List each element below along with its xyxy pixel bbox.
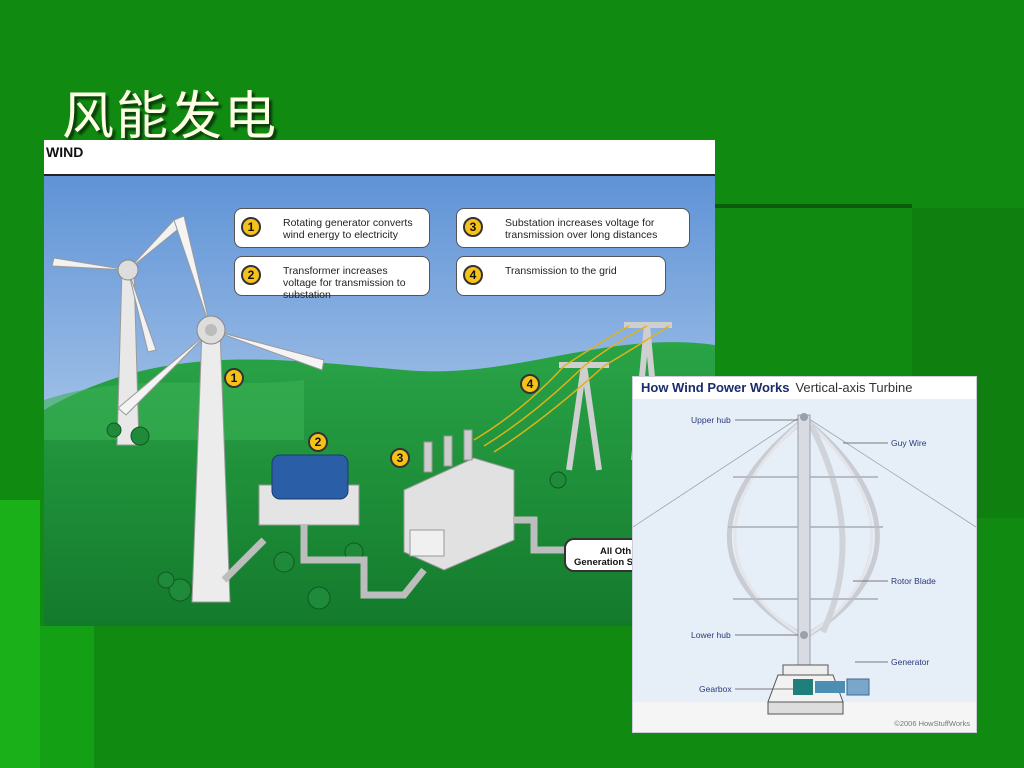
label-guy-wire: Guy Wire: [891, 438, 927, 448]
transformer: [258, 454, 360, 526]
label-leaders: [735, 419, 888, 690]
trees: [106, 422, 567, 610]
wind-header: WIND: [44, 140, 715, 176]
marker-2: 2: [308, 432, 328, 452]
marker-4: 4: [520, 374, 540, 394]
callout-4: 4 Transmission to the grid: [456, 256, 666, 296]
power-lines: [473, 325, 670, 453]
label-upper-hub: Upper hub: [691, 415, 731, 425]
guy-wires: [633, 414, 976, 528]
rotor-blades: [726, 420, 880, 638]
vt-title-bold: How Wind Power Works: [641, 380, 790, 395]
label-generator: Generator: [891, 657, 930, 667]
substation: [403, 429, 515, 571]
callout-1-text: Rotating generator converts wind energy …: [283, 217, 413, 241]
label-gearbox: Gearbox: [699, 684, 732, 694]
marker-1: 1: [224, 368, 244, 388]
generation-label-line2: Generation S: [574, 557, 634, 568]
callout-2: 2 Transformer increases voltage for tran…: [234, 256, 430, 301]
vt-title-sub: Vertical-axis Turbine: [795, 380, 913, 395]
label-rotor-blade: Rotor Blade: [891, 576, 936, 586]
callout-3: 3 Substation increases voltage for trans…: [456, 208, 690, 248]
bg-left-stripe: [0, 500, 40, 768]
callout-1: 1 Rotating generator converts wind energ…: [234, 208, 430, 248]
slide-title: 风能发电: [62, 87, 279, 147]
callout-1-number: 1: [241, 217, 261, 237]
wind-header-label: WIND: [46, 144, 84, 160]
vt-copyright: ©2006 HowStuffWorks: [894, 719, 970, 728]
marker-3: 3: [390, 448, 410, 468]
generation-label-line1: All Oth: [600, 546, 632, 557]
vt-title-bar: How Wind Power Works Vertical-axis Turbin…: [633, 377, 976, 399]
callout-3-text: Substation increases voltage for transmi…: [505, 217, 658, 241]
callout-4-text: Transmission to the grid: [505, 265, 617, 277]
lower-hub-dot: [800, 631, 808, 639]
wind-illustration: [44, 176, 715, 626]
front-wind-turbine: [117, 215, 325, 603]
gearbox-generator: [793, 678, 870, 696]
label-lower-hub: Lower hub: [691, 630, 731, 640]
wind-diagram: WIND 1 Rotating generator converts wind …: [44, 140, 715, 626]
rotor-blades-inner: [733, 420, 874, 637]
bg-left-stripe-2: [40, 626, 94, 768]
title-rule: [700, 204, 912, 208]
callout-2-number: 2: [241, 265, 261, 285]
upper-hub-dot: [800, 413, 808, 421]
vertical-turbine-diagram: How Wind Power Works Vertical-axis Turbin…: [632, 376, 977, 733]
mast: [797, 414, 811, 666]
callout-2-text: Transformer increases voltage for transm…: [283, 265, 406, 301]
callout-3-number: 3: [463, 217, 483, 237]
vertical-turbine-illustration: [633, 413, 976, 732]
callout-4-number: 4: [463, 265, 483, 285]
vt-title: How Wind Power Works Vertical-axis Turbin…: [641, 380, 913, 395]
